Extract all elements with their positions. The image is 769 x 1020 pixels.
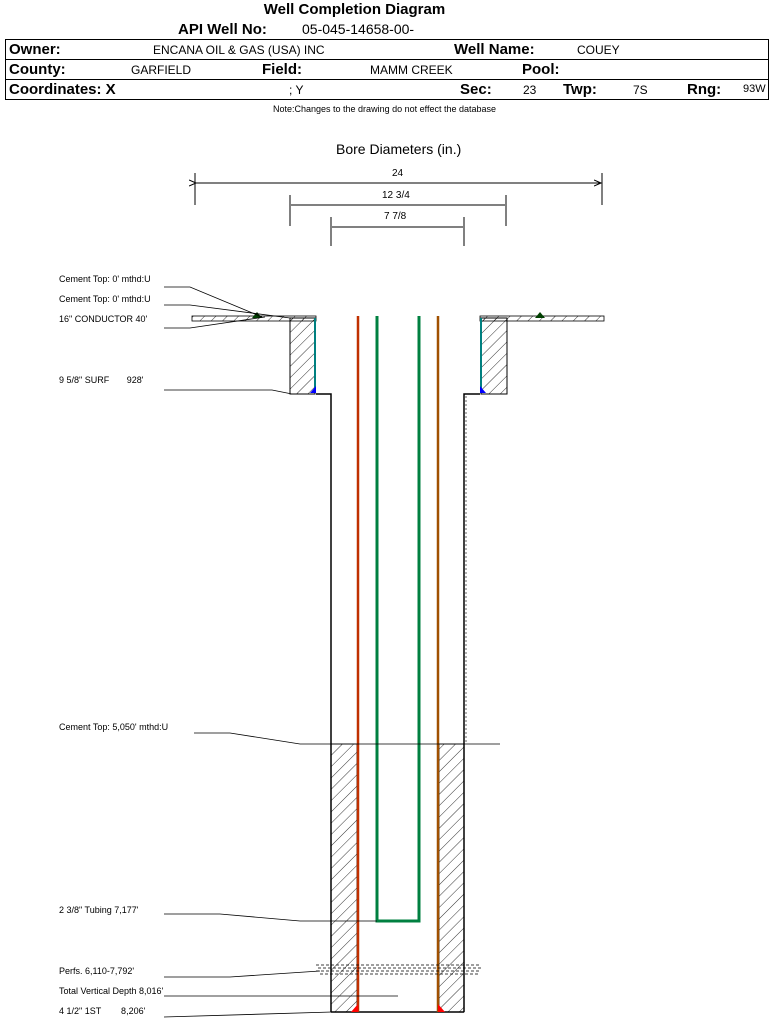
header-divider-2 <box>5 79 769 80</box>
perforation-zone <box>316 964 482 975</box>
field-label: Field: <box>262 61 302 78</box>
twp-label: Twp: <box>563 81 597 98</box>
bore-dim-label-1: 24 <box>392 168 404 179</box>
annotation-cement-top-3: Cement Top: 5,050' mthd:U <box>59 722 169 732</box>
owner-label: Owner: <box>9 41 61 58</box>
well-name-value: COUEY <box>577 43 620 57</box>
surface-cement-right <box>480 317 508 395</box>
production-cement-right <box>438 743 465 1013</box>
rng-value: 93W <box>743 83 766 95</box>
diagram-title: Well Completion Diagram <box>263 1 446 18</box>
leader-tubing <box>164 913 377 922</box>
bore-dimension-24 <box>195 173 603 205</box>
api-row: API Well No: 05-045-14658-00- <box>5 20 769 39</box>
owner-row: Owner: ENCANA OIL & GAS (USA) INC Well N… <box>5 40 769 59</box>
coords-row: Coordinates: X ; Y Sec: 23 Twp: 7S Rng: … <box>5 80 769 99</box>
bore-dimension-12-3-4 <box>289 195 507 226</box>
leader-perfs <box>164 970 321 978</box>
owner-value: ENCANA OIL & GAS (USA) INC <box>153 43 325 57</box>
leader-production-casing <box>163 1011 333 1018</box>
annotation-tubing: 2 3/8" Tubing 7,177' <box>59 905 139 915</box>
pool-label: Pool: <box>522 61 560 78</box>
surface-shoe-left <box>310 386 316 393</box>
annotation-production-casing: 4 1/2" 1ST 8,206' <box>59 1006 146 1016</box>
header-border-bottom <box>5 99 769 100</box>
cement-top-marker-right <box>535 312 545 318</box>
rng-label: Rng: <box>687 81 722 98</box>
borehole-wall-right <box>463 393 480 1012</box>
header-border-top <box>5 39 769 40</box>
annotation-tvd: Total Vertical Depth 8,016' <box>59 986 164 996</box>
county-value: GARFIELD <box>131 63 192 77</box>
annotation-cement-top-2: Cement Top: 0' mthd:U <box>59 294 151 304</box>
borehole-wall-left <box>316 393 332 1012</box>
production-shoe-left <box>351 1004 358 1012</box>
surface-shoe-right <box>480 386 486 393</box>
field-value: MAMM CREEK <box>370 63 453 77</box>
leader-surface-casing <box>164 389 293 395</box>
annotation-cement-top-1: Cement Top: 0' mthd:U <box>59 274 151 284</box>
sec-value: 23 <box>523 83 537 97</box>
database-note: Note:Changes to the drawing do not effec… <box>273 104 496 114</box>
coords-label: Coordinates: X <box>9 81 116 98</box>
annotation-conductor: 16" CONDUCTOR 40' <box>59 314 148 324</box>
bore-dimension-7-7-8 <box>330 217 465 246</box>
leader-cement-top-3 <box>194 732 500 745</box>
county-label: County: <box>9 61 66 78</box>
bore-diameters-title: Bore Diameters (in.) <box>336 141 462 157</box>
sec-label: Sec: <box>460 81 492 98</box>
header-border-left <box>5 39 6 100</box>
annotation-surface-casing: 9 5/8" SURF 928' <box>59 375 144 385</box>
well-name-label: Well Name: <box>454 41 535 58</box>
tubing-string <box>375 316 421 923</box>
leader-cement-top-1 <box>164 286 263 318</box>
api-label: API Well No: <box>178 21 267 38</box>
bore-dim-label-3: 7 7/8 <box>384 211 407 222</box>
surface-cement-left <box>289 317 316 395</box>
county-row: County: GARFIELD Field: MAMM CREEK Pool: <box>5 60 769 79</box>
production-shoe-right <box>438 1004 445 1012</box>
header-divider-1 <box>5 59 769 60</box>
leader-conductor <box>164 316 266 329</box>
production-cement-left <box>330 743 358 1013</box>
leader-cement-top-2 <box>164 304 291 319</box>
bore-dim-label-2: 12 3/4 <box>382 190 410 201</box>
twp-value: 7S <box>633 83 648 97</box>
api-value: 05-045-14658-00- <box>302 21 415 37</box>
annotation-perfs: Perfs. 6,110-7,792' <box>59 966 135 976</box>
coords-y: ; Y <box>289 83 304 97</box>
